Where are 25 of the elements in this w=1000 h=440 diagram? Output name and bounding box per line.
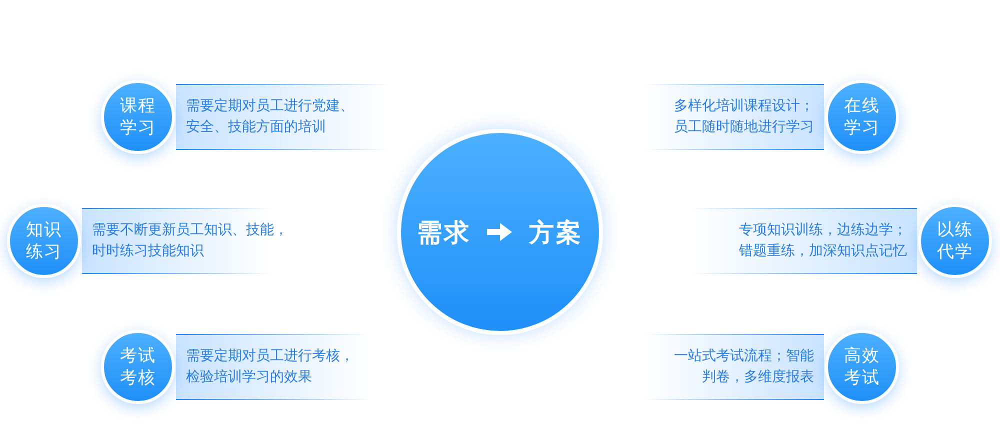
title-text: 课程学习 — [119, 95, 157, 139]
title-circle — [918, 204, 992, 278]
title-text: 考试考核 — [119, 345, 157, 389]
title-circle — [825, 80, 899, 154]
center-text: 需求 — [417, 216, 471, 248]
description-text: 需要不断更新员工知识、技能，时时练习技能知识 — [92, 221, 289, 261]
title-text: 高效考试 — [843, 345, 881, 389]
title-circle — [7, 204, 81, 278]
title-text: 在线学习 — [843, 95, 881, 139]
center-text: 方案 — [529, 216, 583, 248]
title-circle — [825, 330, 899, 404]
description-text: 需要定期对员工进行党建、安全、技能方面的培训 — [186, 97, 355, 137]
description-band — [176, 84, 390, 150]
title-circle — [101, 80, 175, 154]
description-band — [690, 208, 917, 274]
description-text: 需要定期对员工进行考核，检验培训学习的效果 — [186, 347, 355, 387]
title-text: 以练代学 — [936, 219, 974, 263]
title-text: 知识练习 — [25, 219, 63, 263]
description-text: 一站式考试流程；智能判卷，多维度报表 — [673, 347, 814, 387]
title-circle — [101, 330, 175, 404]
description-band — [645, 84, 824, 150]
description-text: 专项知识训练，边练边学；错题重练，加深知识点记忆 — [738, 221, 907, 261]
description-text: 多样化培训课程设计；员工随时随地进行学习 — [673, 97, 814, 137]
description-band — [176, 334, 370, 400]
description-band — [645, 334, 824, 400]
